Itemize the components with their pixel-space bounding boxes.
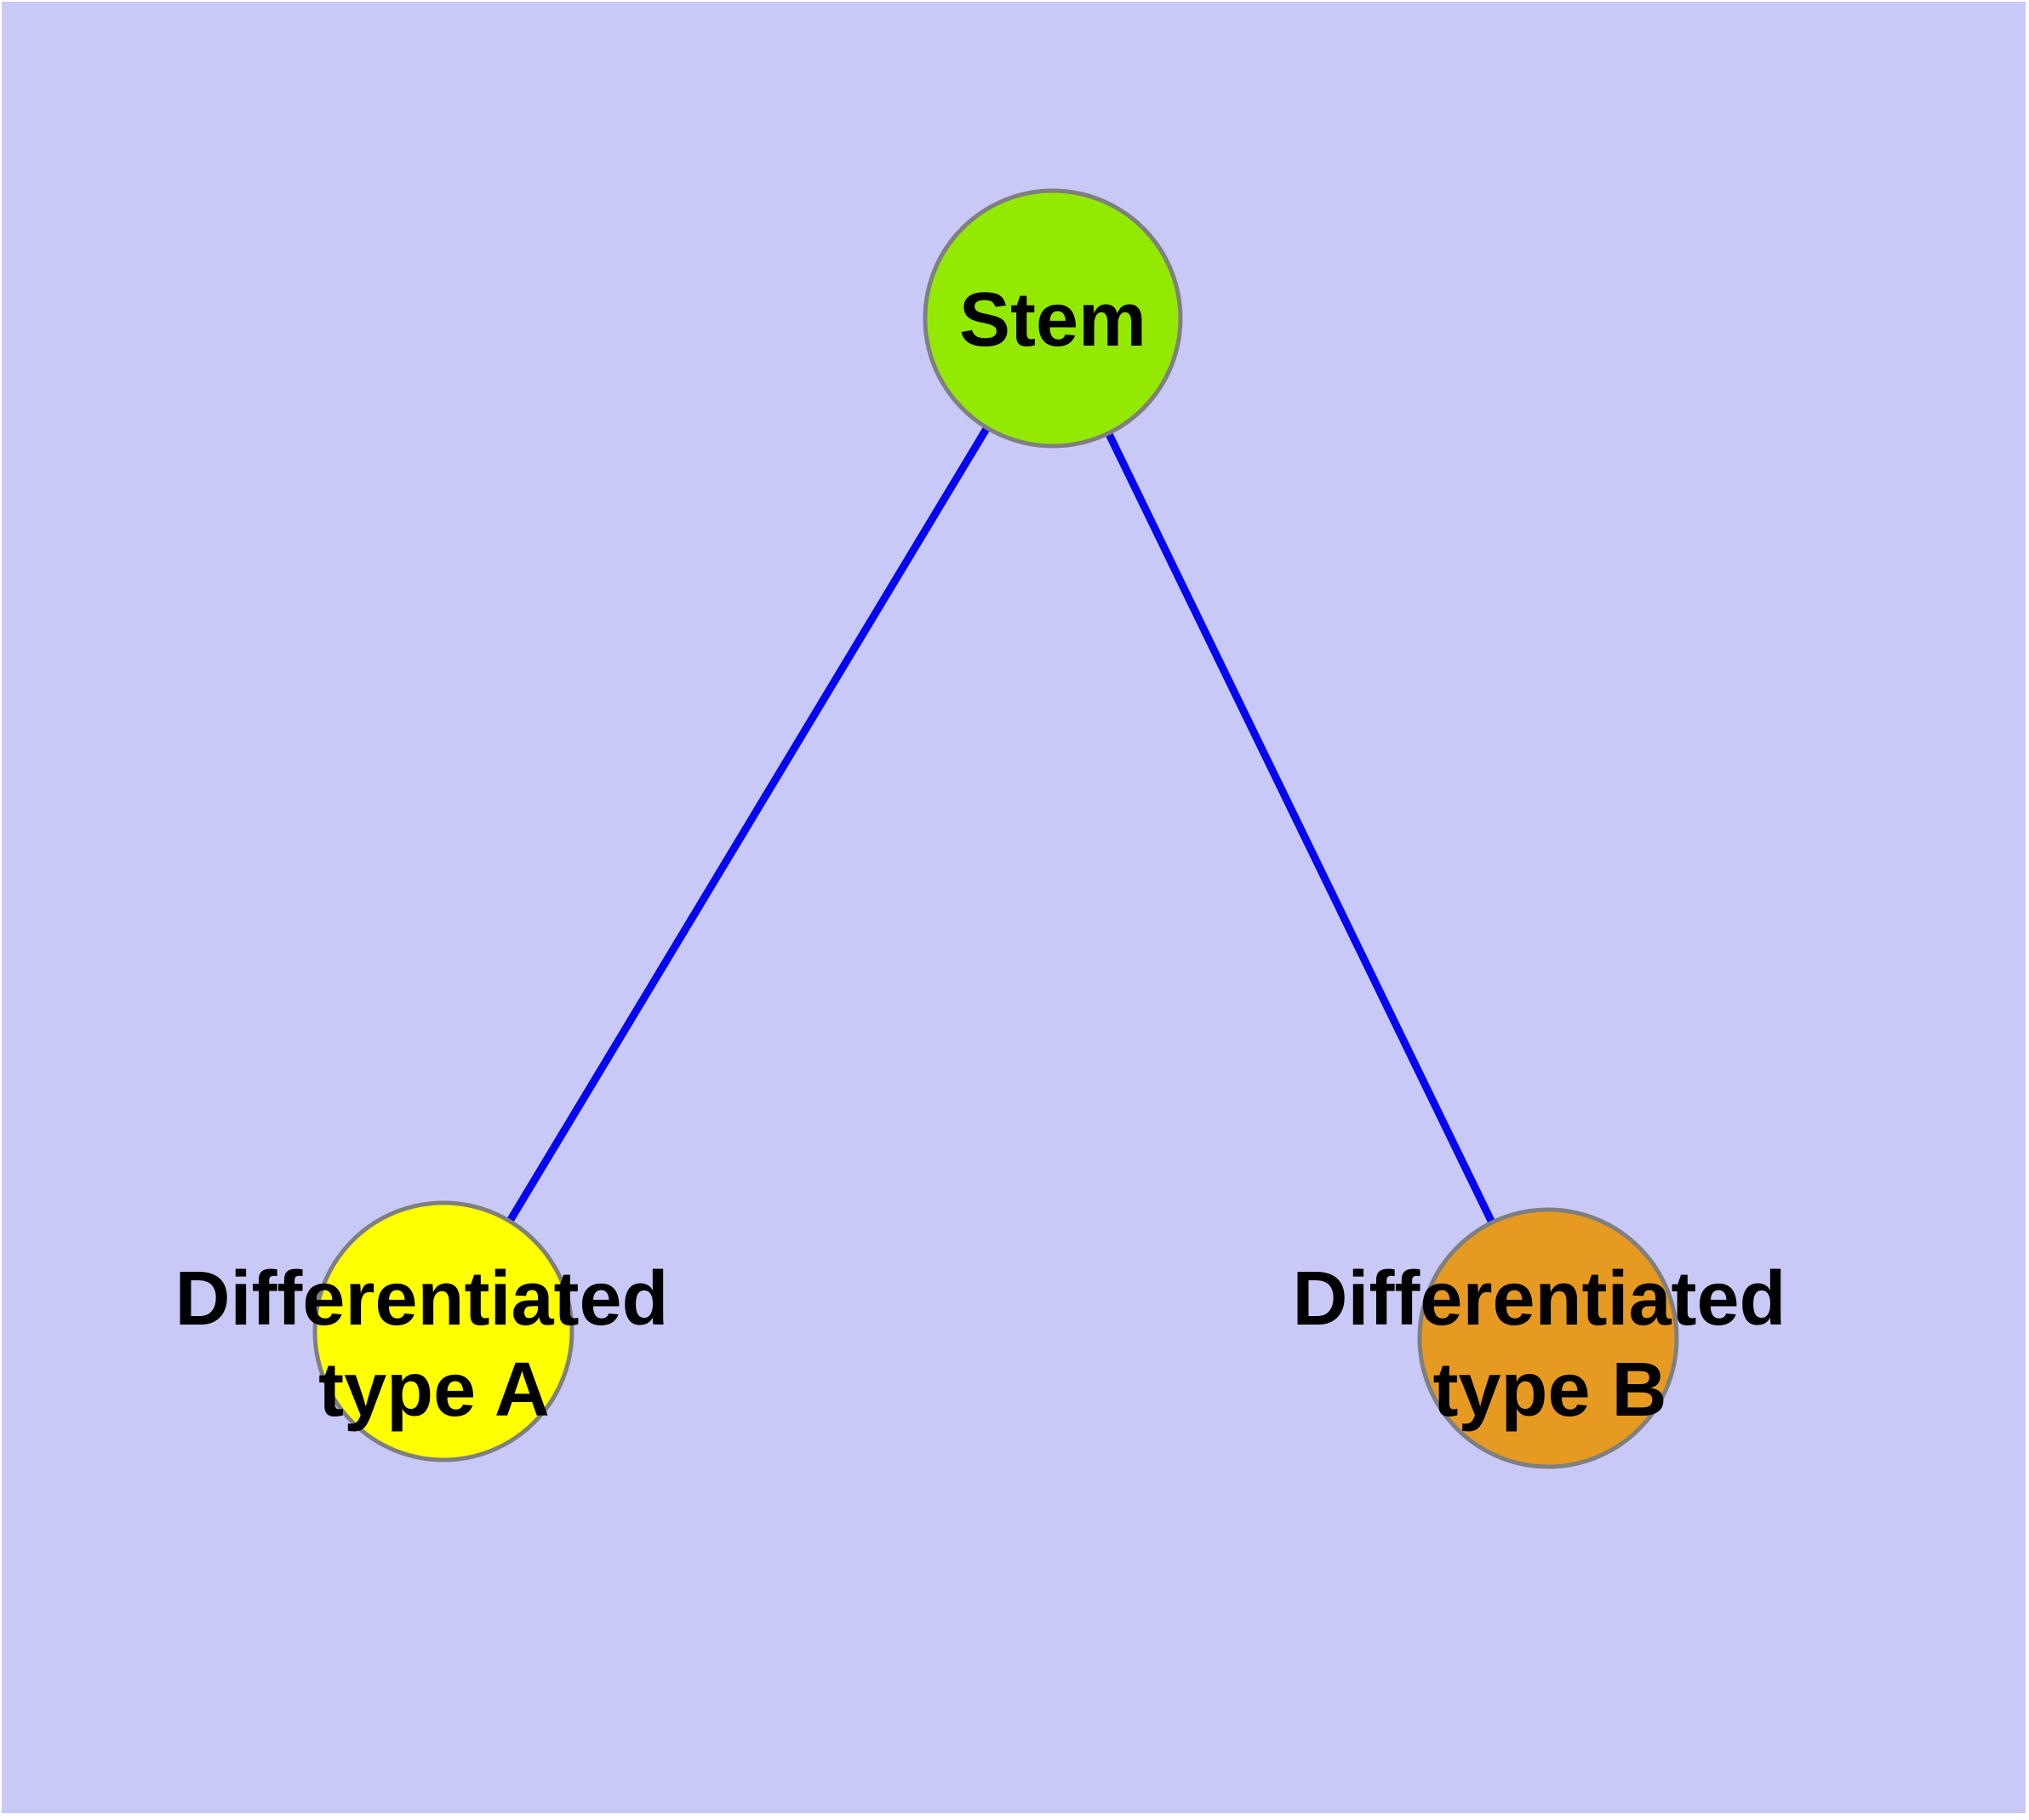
stem-node-circle — [923, 188, 1183, 449]
type-a-label-line1: Differentiated — [174, 1256, 668, 1342]
type-b-label-line2: type B — [1432, 1348, 1666, 1433]
edge-stem-to-type-b — [1049, 317, 1552, 1340]
type-a-label-line2: type A — [318, 1348, 550, 1433]
edge-stem-to-type-a — [440, 316, 1056, 1334]
type-a-node-circle — [312, 1200, 574, 1462]
type-a-node-label: Differentiated type A — [174, 1256, 689, 1433]
type-b-node-circle — [1417, 1207, 1679, 1469]
type-b-label-line1: Differentiated — [1292, 1256, 1786, 1342]
type-b-node-label: Differentiated type B — [1292, 1256, 1807, 1433]
stem-node-label: Stem — [959, 278, 1146, 363]
